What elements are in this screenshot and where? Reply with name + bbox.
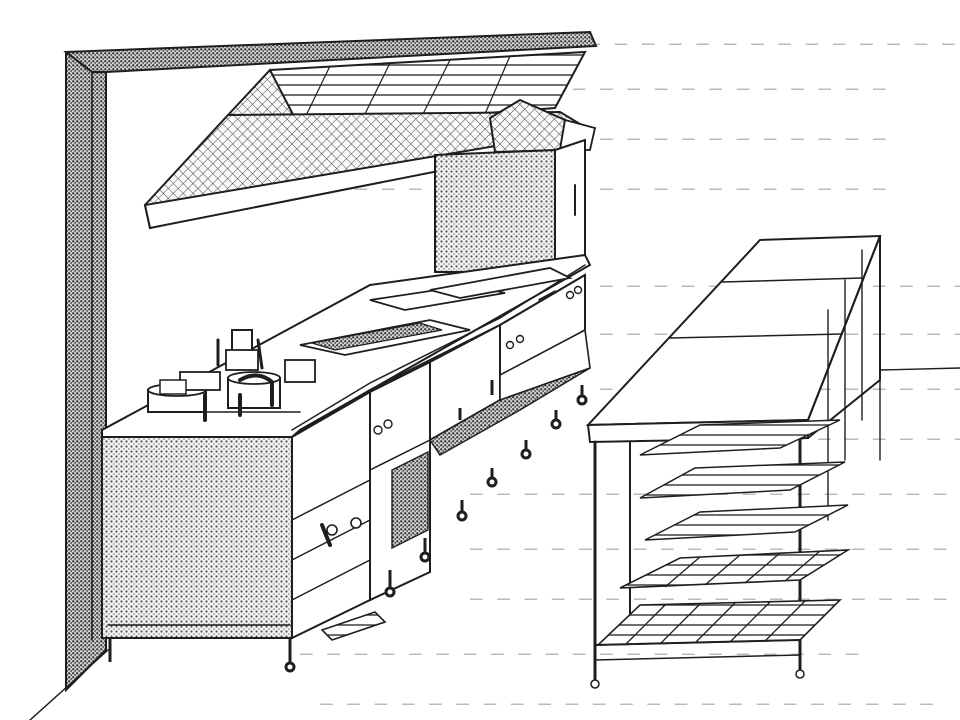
svg-text:— — — — — — — — — — — — — — —: — — — — — — — — — — — — — — — — — — — — … xyxy=(320,691,934,715)
exhaust-hood xyxy=(143,50,597,230)
svg-text:— — — — — — — — — — — — — — —: — — — — — — — — — — — — — — — xyxy=(560,31,956,55)
svg-text:— — — — — — — — — — — — — — —: — — — — — — — — — — — — — — — — — — — — … xyxy=(300,641,859,665)
rack-table xyxy=(585,234,960,689)
wall-frame xyxy=(29,30,598,720)
tall-cabinet xyxy=(434,138,586,274)
cookware xyxy=(147,329,316,422)
cooking-line xyxy=(101,253,592,673)
